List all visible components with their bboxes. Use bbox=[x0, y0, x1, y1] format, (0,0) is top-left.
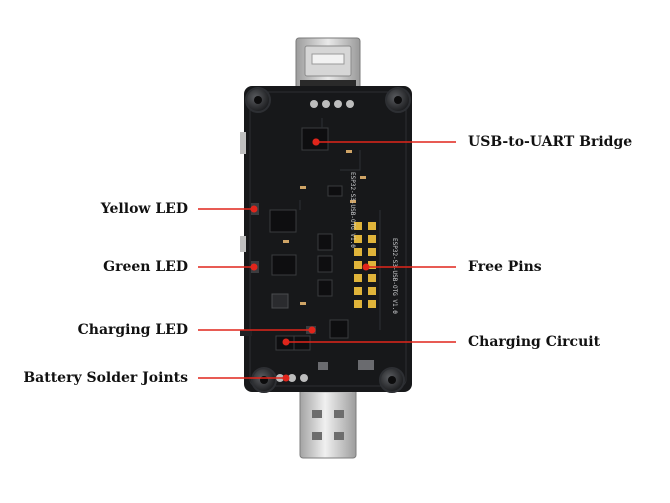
board-components bbox=[269, 118, 381, 370]
usb-a-female-connector bbox=[295, 37, 361, 97]
label-battery-solder-joints: Battery Solder Joints bbox=[23, 370, 188, 386]
pointer-yellow-led bbox=[198, 205, 258, 213]
label-free-pins: Free Pins bbox=[468, 259, 542, 275]
connector-mount-pads bbox=[310, 100, 354, 108]
pointer-charging-circuit bbox=[282, 338, 456, 346]
label-charging-led: Charging LED bbox=[77, 322, 188, 338]
free-pins-header bbox=[354, 222, 376, 308]
pointer-green-led bbox=[198, 263, 258, 271]
usb-a-male-plug bbox=[299, 385, 357, 459]
label-yellow-led: Yellow LED bbox=[100, 201, 188, 217]
label-usb-uart-bridge: USB-to-UART Bridge bbox=[468, 134, 633, 150]
silkscreen-side-text: ESP32-S3-USB-OTG V1.0 bbox=[391, 238, 398, 314]
label-green-led: Green LED bbox=[103, 259, 188, 275]
pointer-free-pins bbox=[362, 263, 456, 271]
pointer-charging-led bbox=[198, 326, 316, 334]
corner-screws bbox=[245, 87, 411, 393]
silkscreen-board-name: ESP32-S3-USB-OTG V1.0 bbox=[349, 172, 356, 248]
label-charging-circuit: Charging Circuit bbox=[468, 334, 601, 350]
pointer-battery-solder-joints bbox=[198, 374, 290, 382]
pointer-usb-uart bbox=[312, 138, 456, 146]
